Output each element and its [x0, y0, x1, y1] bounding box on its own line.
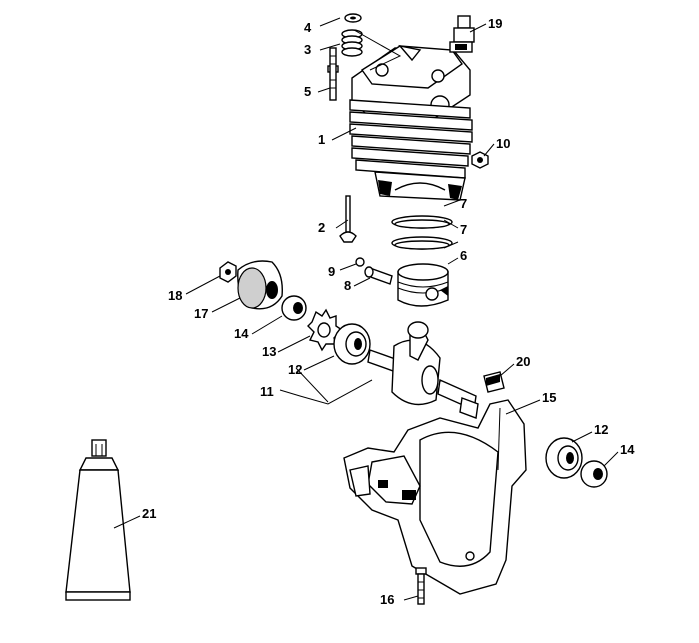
callout-21: 21	[142, 506, 156, 521]
callout-19: 19	[488, 16, 502, 31]
oil-seal	[580, 460, 608, 488]
callout-13: 13	[262, 344, 276, 359]
crankcase	[343, 399, 527, 595]
callout-9: 9	[328, 264, 335, 279]
callout-10: 10	[496, 136, 510, 151]
callout-12a: 12	[288, 362, 302, 377]
callout-11: 11	[260, 384, 274, 399]
screw	[415, 567, 427, 605]
callout-8: 8	[344, 278, 351, 293]
callout-17: 17	[194, 306, 208, 321]
callout-labels: 1 2 3 4 5 6 7 7 8 9 10 11 12 12 13 14 14…	[142, 16, 635, 607]
callout-3: 3	[304, 42, 311, 57]
callout-14b: 14	[620, 442, 635, 457]
sprocket	[307, 308, 344, 352]
ball-bearing	[333, 323, 371, 365]
spark-plug	[449, 15, 475, 53]
callout-5: 5	[304, 84, 311, 99]
cylinder-fins	[349, 99, 473, 179]
callout-4: 4	[304, 20, 312, 35]
stud-screw	[327, 47, 339, 101]
callout-7a: 7	[460, 196, 467, 211]
flywheel	[237, 260, 283, 310]
callout-15: 15	[542, 390, 556, 405]
spring-retainer	[344, 13, 362, 23]
circlip	[355, 257, 365, 267]
ball-bearing-small	[281, 295, 307, 321]
callout-18: 18	[168, 288, 182, 303]
callout-2: 2	[318, 220, 325, 235]
callout-12b: 12	[594, 422, 608, 437]
ball-bearing-right	[545, 437, 583, 479]
piston	[397, 263, 449, 307]
grease-tube	[65, 439, 131, 601]
piston-rings	[391, 215, 453, 250]
callout-14a: 14	[234, 326, 249, 341]
callout-1: 1	[318, 132, 325, 147]
valve	[339, 195, 357, 243]
valve-spring	[341, 29, 363, 57]
crankshaft	[367, 321, 479, 419]
piston-pin	[364, 266, 393, 285]
callout-16: 16	[380, 592, 394, 607]
hex-nut	[219, 261, 237, 283]
leader-lines	[113, 17, 619, 601]
callout-7b: 7	[460, 222, 467, 237]
callout-6: 6	[460, 248, 467, 263]
callout-20: 20	[516, 354, 530, 369]
cylinder	[349, 44, 473, 201]
damper-block	[483, 371, 505, 393]
